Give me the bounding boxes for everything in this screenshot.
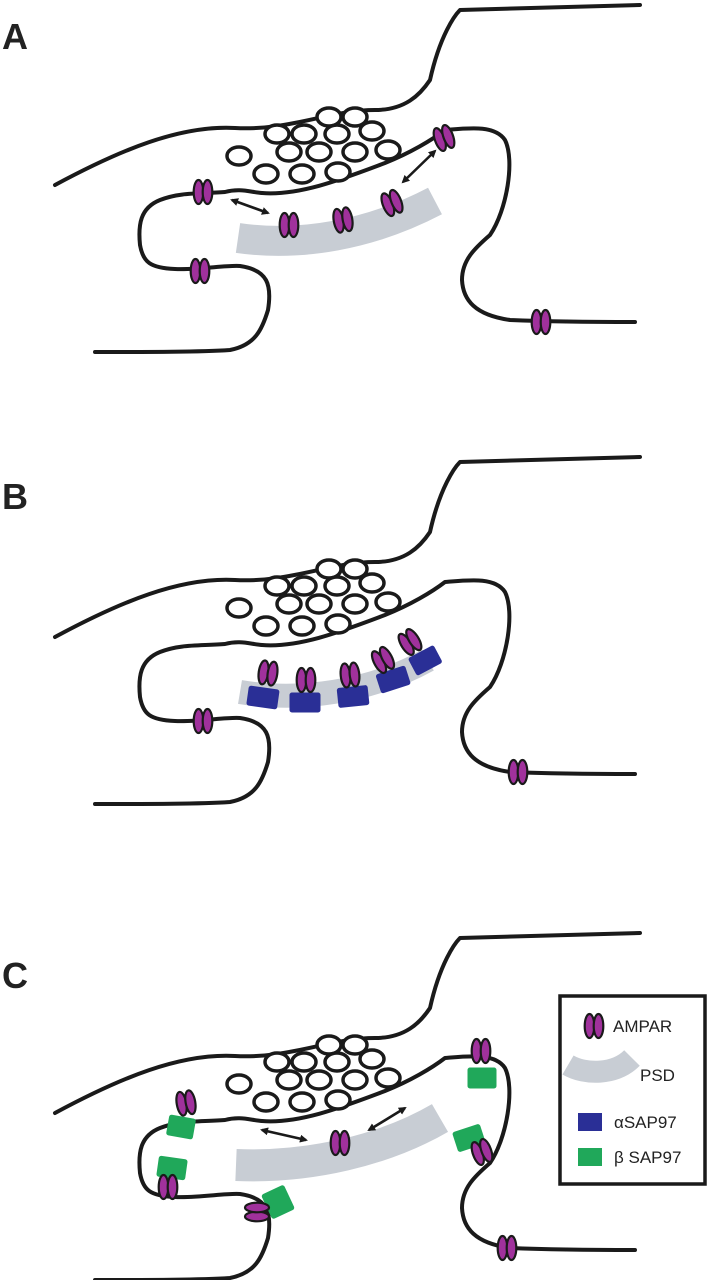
legend-box bbox=[558, 994, 707, 1186]
panel-c: C AMPAR PSD αSAP97 β SAP97 bbox=[2, 931, 707, 1280]
legend-label-alpha-sap97: αSAP97 bbox=[614, 1113, 677, 1132]
ampar-receptor bbox=[530, 308, 552, 336]
ampar-receptor bbox=[173, 1088, 199, 1118]
diffusion-arrow bbox=[260, 1127, 308, 1143]
ampar-receptor bbox=[470, 1037, 492, 1065]
ampar-receptor bbox=[468, 1136, 496, 1168]
ampar-receptor bbox=[256, 658, 280, 688]
psd-icon bbox=[562, 1049, 640, 1083]
panel-a: A bbox=[2, 3, 642, 354]
ampar-receptor bbox=[278, 211, 300, 239]
alpha-sap97-block bbox=[408, 645, 442, 676]
beta-sap97-block bbox=[467, 1067, 497, 1089]
ampar-receptor bbox=[496, 1234, 518, 1262]
beta-sap97-icon bbox=[578, 1148, 602, 1166]
alpha-sap97-block bbox=[246, 685, 280, 710]
synapse-membranes bbox=[53, 931, 642, 1280]
panel-b-label: B bbox=[2, 476, 28, 517]
legend-label-ampar: AMPAR bbox=[613, 1017, 672, 1036]
ampar-receptor bbox=[243, 1201, 271, 1223]
ampar-receptor bbox=[189, 257, 211, 285]
ampar-receptor bbox=[192, 178, 214, 206]
synapse-membranes bbox=[53, 3, 642, 354]
ampar-receptor bbox=[295, 666, 317, 694]
ampar-receptor bbox=[338, 660, 362, 690]
alpha-sap97-block bbox=[289, 692, 321, 713]
ampar-receptor bbox=[157, 1173, 179, 1201]
diffusion-arrow bbox=[367, 1106, 407, 1132]
panel-b: B bbox=[2, 455, 642, 806]
ampar-receptor bbox=[329, 1129, 351, 1157]
synapse-membranes bbox=[53, 455, 642, 806]
ampar-receptor bbox=[192, 707, 214, 735]
panel-a-label: A bbox=[2, 16, 28, 57]
alpha-sap97-icon bbox=[578, 1113, 602, 1131]
beta-sap97-block bbox=[166, 1114, 196, 1140]
legend-label-beta-sap97: β SAP97 bbox=[614, 1148, 681, 1167]
ampar-icon bbox=[583, 1012, 605, 1040]
diffusion-arrow bbox=[230, 198, 270, 215]
diffusion-arrow bbox=[401, 149, 437, 184]
alpha-sap97-block bbox=[336, 685, 370, 708]
legend-label-psd: PSD bbox=[640, 1066, 675, 1085]
ampar-receptor bbox=[507, 758, 529, 786]
panel-c-label: C bbox=[2, 955, 28, 996]
psd-band bbox=[235, 187, 442, 256]
legend: AMPAR PSD αSAP97 β SAP97 bbox=[558, 994, 707, 1186]
